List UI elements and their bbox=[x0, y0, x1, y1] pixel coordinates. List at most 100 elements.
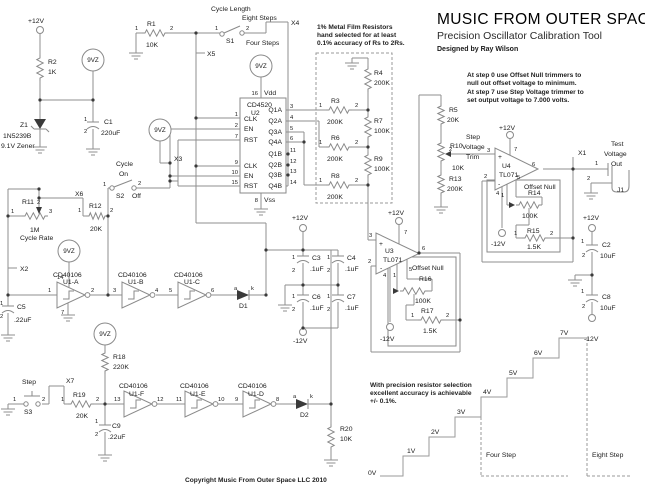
label-voltage: Voltage bbox=[604, 151, 627, 158]
label-10uf: 10uF bbox=[600, 253, 616, 260]
junction-dot bbox=[336, 283, 340, 287]
junction-dot bbox=[301, 326, 305, 330]
label-100k: 100K bbox=[374, 128, 390, 135]
switch-contact bbox=[131, 185, 137, 191]
hysteresis-icon bbox=[184, 290, 195, 300]
label-cycle-rate: Cycle Rate bbox=[20, 235, 53, 242]
label-c6: C6 bbox=[312, 294, 321, 301]
label-1uf: .1uF bbox=[345, 305, 359, 312]
label-tl071: TL071 bbox=[499, 172, 518, 179]
power-terminal bbox=[506, 131, 514, 139]
junction-dot bbox=[168, 161, 172, 165]
label-20k: 20K bbox=[76, 413, 89, 420]
junction-dot bbox=[301, 283, 305, 287]
label-2: 2 bbox=[110, 208, 113, 214]
label-designed-by-ray-wilson: Designed by Ray Wilson bbox=[437, 46, 518, 53]
label-5v: 5V bbox=[509, 370, 518, 377]
label-7: 7 bbox=[404, 230, 407, 236]
capacitor bbox=[585, 299, 599, 303]
resistor bbox=[436, 172, 446, 196]
zener-bar bbox=[30, 125, 35, 130]
label-12v: +12V bbox=[499, 125, 516, 132]
label-1v: 1V bbox=[407, 448, 416, 455]
label-q4a: Q4A bbox=[268, 139, 282, 146]
label-eight-steps: Eight Steps bbox=[242, 15, 277, 22]
label-rst: RST bbox=[244, 137, 258, 144]
label-four-step: Four Step bbox=[486, 452, 516, 459]
label-9: 9 bbox=[235, 160, 238, 166]
label-16: 16 bbox=[252, 91, 258, 97]
junction-dot bbox=[264, 293, 268, 297]
label-2: 2 bbox=[355, 140, 358, 146]
junction-dot bbox=[286, 152, 290, 156]
label-9vz: 9VZ bbox=[99, 331, 111, 338]
label-cd40106: CD40106 bbox=[53, 272, 82, 279]
resistor bbox=[326, 105, 352, 115]
trimmer bbox=[22, 211, 48, 221]
label-1: 1 bbox=[501, 193, 504, 199]
9vz-supply bbox=[57, 239, 81, 263]
label-1uf: .1uF bbox=[345, 266, 359, 273]
label-1: 1 bbox=[215, 26, 218, 32]
label-eight-step: Eight Step bbox=[592, 452, 624, 459]
label-12v: +12V bbox=[292, 215, 309, 222]
label-7: 7 bbox=[514, 147, 517, 153]
label-x1: X1 bbox=[578, 150, 587, 157]
label-q3a: Q3A bbox=[268, 129, 282, 136]
junction-dot bbox=[38, 98, 42, 102]
resistor bbox=[363, 66, 373, 92]
label-1: 1 bbox=[292, 294, 295, 300]
label-2: 2 bbox=[235, 123, 238, 129]
label-1-5k: 1.5K bbox=[527, 244, 541, 251]
label-c3: C3 bbox=[312, 255, 321, 262]
rladder-box bbox=[315, 52, 393, 204]
label-1: 1 bbox=[411, 313, 414, 319]
label-2: 2 bbox=[246, 26, 249, 32]
label-d2: D2 bbox=[300, 412, 309, 419]
label-r9: R9 bbox=[374, 156, 383, 163]
label-2: 2 bbox=[292, 307, 295, 313]
label-test: Test bbox=[611, 141, 624, 148]
diode-icon bbox=[237, 290, 249, 300]
label-14: 14 bbox=[57, 275, 64, 281]
label-u1-e: U1-E bbox=[190, 391, 206, 398]
capacitor bbox=[1, 310, 15, 314]
pushbutton-contact bbox=[23, 401, 29, 407]
capacitor bbox=[86, 126, 100, 130]
label-3: 3 bbox=[369, 233, 372, 239]
label-x6: X6 bbox=[75, 191, 84, 198]
hysteresis-icon bbox=[249, 399, 260, 409]
label-8: 8 bbox=[276, 397, 279, 403]
label-1: 1 bbox=[135, 26, 138, 32]
label-cd40106: CD40106 bbox=[238, 383, 267, 390]
label-1: 1 bbox=[319, 103, 322, 109]
label-11: 11 bbox=[176, 397, 182, 403]
label-4: 4 bbox=[290, 115, 294, 121]
label-step: Step bbox=[22, 379, 36, 386]
label-20k: 20K bbox=[90, 226, 103, 233]
label-2: 2 bbox=[355, 178, 358, 184]
label-cd40106: CD40106 bbox=[180, 383, 209, 390]
label-r4: R4 bbox=[374, 70, 383, 77]
resistor bbox=[436, 103, 446, 127]
label-10k: 10K bbox=[452, 165, 465, 172]
label-200k: 200K bbox=[447, 186, 463, 193]
resistor bbox=[522, 233, 548, 243]
label-2: 2 bbox=[96, 397, 99, 403]
label-1m: 1M bbox=[30, 227, 40, 234]
label-en: EN bbox=[244, 126, 254, 133]
label-x7: X7 bbox=[66, 378, 75, 385]
junction-dot bbox=[6, 293, 10, 297]
trimmer bbox=[400, 286, 428, 296]
label-2: 2 bbox=[449, 147, 452, 153]
label-2: 2 bbox=[0, 314, 3, 320]
label-3: 3 bbox=[290, 104, 293, 110]
label-rst: RST bbox=[244, 183, 258, 190]
label-5: 5 bbox=[169, 288, 172, 294]
label-4: 4 bbox=[383, 273, 387, 279]
resistor bbox=[326, 180, 352, 190]
junction-dot bbox=[91, 98, 95, 102]
label-4v: 4V bbox=[483, 389, 492, 396]
label-220uf: 220uF bbox=[101, 130, 120, 137]
